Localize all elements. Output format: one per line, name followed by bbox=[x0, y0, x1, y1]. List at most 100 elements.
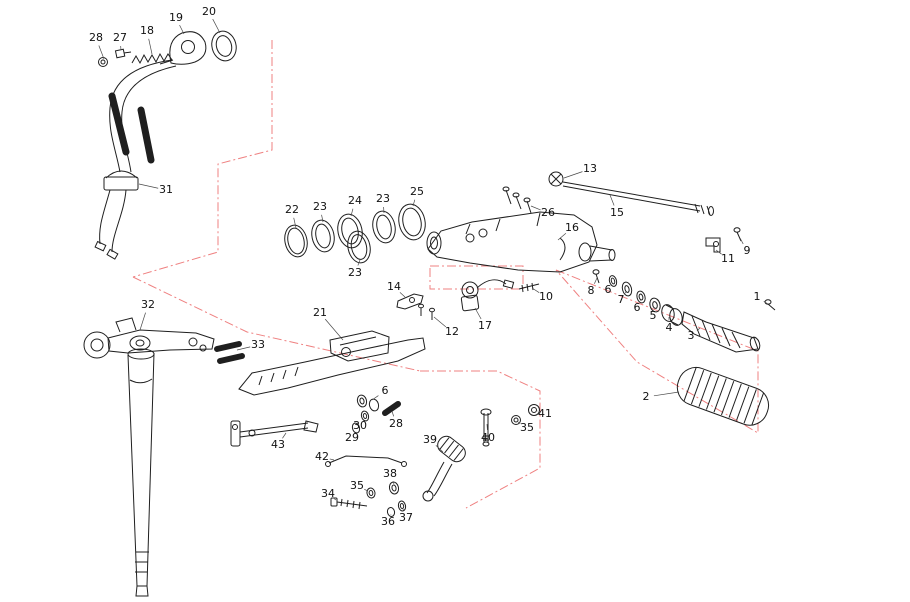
part-25-ring bbox=[398, 203, 426, 241]
part-8-screw bbox=[592, 269, 600, 284]
leader-line bbox=[98, 45, 105, 60]
callout-label: 19 bbox=[169, 11, 183, 24]
part-30-washer bbox=[360, 410, 370, 422]
part-6-washer-a bbox=[608, 275, 618, 287]
callout-label: 35 bbox=[350, 479, 364, 492]
callout-label: 7 bbox=[618, 293, 625, 306]
part-4-bushing bbox=[661, 304, 683, 326]
callout-label: 12 bbox=[445, 325, 459, 338]
callout-label: 23 bbox=[376, 192, 390, 205]
boundary-lines bbox=[132, 40, 759, 509]
part-31-cable-junction bbox=[94, 170, 139, 260]
part-18-spring bbox=[131, 52, 173, 65]
callout-label: 23 bbox=[313, 200, 327, 213]
callout-label: 3 bbox=[688, 329, 695, 342]
part-14-bracket bbox=[396, 293, 424, 310]
part-32-steering-bracket bbox=[83, 317, 215, 359]
callout-label: 14 bbox=[387, 280, 401, 293]
leader-line bbox=[282, 432, 287, 439]
part-35-nut-a bbox=[511, 415, 521, 425]
callout-label: 40 bbox=[481, 431, 495, 444]
leader-line bbox=[435, 445, 444, 453]
part-23-washer-a bbox=[311, 219, 335, 253]
leader-line bbox=[399, 292, 406, 298]
part-40-bolt bbox=[480, 408, 492, 447]
leader-line bbox=[696, 327, 701, 331]
callout-label: 26 bbox=[541, 206, 555, 219]
callout-label: 38 bbox=[383, 467, 397, 480]
part-33-pins bbox=[214, 341, 245, 364]
part-28-nut bbox=[98, 57, 108, 67]
callout-label: 43 bbox=[271, 438, 285, 451]
leader-line bbox=[474, 307, 482, 320]
leader-line bbox=[715, 249, 722, 255]
callout-label: 16 bbox=[565, 221, 579, 234]
part-41-nut bbox=[528, 404, 540, 416]
leader-line bbox=[371, 395, 379, 401]
part-16-tiller-housing bbox=[426, 211, 616, 273]
leader-line bbox=[412, 199, 416, 207]
part-34-screw bbox=[330, 497, 368, 510]
leader-line bbox=[739, 237, 744, 245]
callout-label: 31 bbox=[159, 183, 173, 196]
part-27-bolt bbox=[114, 48, 132, 59]
callout-label: 10 bbox=[539, 290, 553, 303]
leader-line bbox=[357, 259, 361, 266]
callout-label: 28 bbox=[389, 417, 403, 430]
part-24-friction-plates bbox=[337, 213, 371, 264]
callout-label: 30 bbox=[353, 419, 367, 432]
callout-label: 20 bbox=[202, 5, 216, 18]
leader-line bbox=[179, 24, 185, 35]
callout-label: 6 bbox=[634, 301, 641, 314]
leader-line bbox=[557, 232, 567, 241]
leader-line bbox=[138, 183, 159, 189]
part-1-screw bbox=[764, 299, 776, 311]
callout-label: 36 bbox=[381, 515, 395, 528]
callout-label: 34 bbox=[321, 487, 335, 500]
callout-label: 28 bbox=[89, 31, 103, 44]
part-9-screw bbox=[733, 227, 742, 242]
leader-line bbox=[236, 346, 251, 351]
part-38-washer bbox=[388, 481, 400, 495]
callout-label: 2 bbox=[643, 390, 650, 403]
leader-line bbox=[364, 488, 369, 492]
part-29-washer bbox=[351, 422, 361, 434]
part-12-screws bbox=[418, 303, 435, 320]
callout-label: 42 bbox=[315, 450, 329, 463]
leader-line bbox=[530, 205, 541, 211]
parts-artwork bbox=[83, 30, 776, 597]
leader-line bbox=[594, 277, 598, 284]
callout-label: 27 bbox=[113, 31, 127, 44]
callout-label: 17 bbox=[478, 319, 492, 332]
callout-label: 41 bbox=[538, 407, 552, 420]
callout-label: 37 bbox=[399, 511, 413, 524]
callout-label: 9 bbox=[744, 244, 751, 257]
callout-label: 15 bbox=[610, 206, 624, 219]
callout-label: 21 bbox=[313, 306, 327, 319]
leader-line bbox=[392, 481, 395, 485]
callout-label: 23 bbox=[348, 266, 362, 279]
leader-line bbox=[148, 38, 153, 55]
part-35-washer-b bbox=[366, 487, 376, 499]
callout-label: 6 bbox=[382, 384, 389, 397]
part-6-washer-b bbox=[636, 290, 646, 304]
part-37-washer bbox=[397, 500, 407, 512]
part-36-washer bbox=[386, 507, 396, 517]
callout-label: 35 bbox=[520, 421, 534, 434]
part-26-screws bbox=[502, 186, 532, 214]
part-6-washer-c bbox=[356, 394, 380, 412]
callout-label: 11 bbox=[721, 252, 735, 265]
part-17-switch bbox=[460, 279, 515, 312]
part-11-clip bbox=[705, 237, 721, 253]
leader-line bbox=[763, 300, 769, 305]
part-22-oring bbox=[284, 224, 308, 258]
part-19-bracket bbox=[159, 31, 207, 65]
leader-line bbox=[563, 171, 583, 179]
leader-line bbox=[531, 287, 540, 293]
callout-label: 6 bbox=[605, 283, 612, 296]
callout-label: 13 bbox=[583, 162, 597, 175]
part-7-gear bbox=[621, 281, 633, 297]
